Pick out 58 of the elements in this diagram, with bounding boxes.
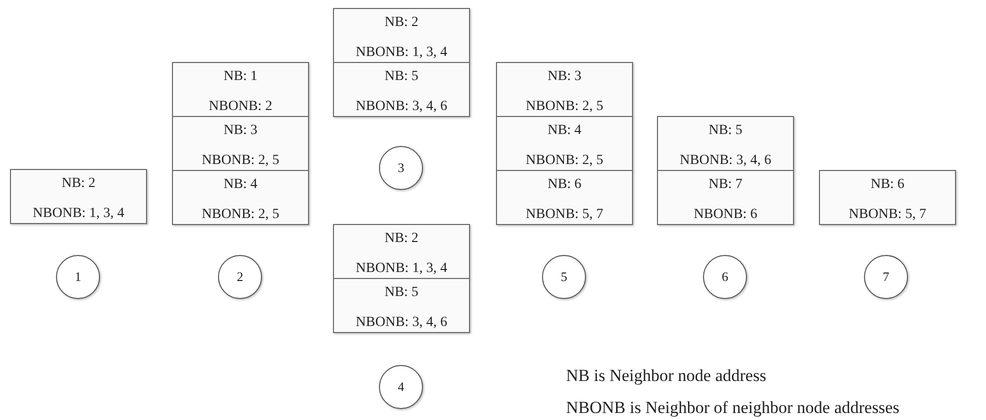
node-circle — [379, 365, 423, 409]
neighbor-text: NB: 3 — [546, 69, 582, 85]
node-number: 4 — [398, 379, 404, 395]
neighbor-of-neighbor-text: NBONB: 2, 5 — [200, 153, 280, 169]
neighbor-text: NB: 5 — [384, 285, 420, 301]
neighbor-of-neighbor-text: NBONB: 3, 4, 6 — [354, 99, 448, 115]
node-circle — [542, 255, 586, 299]
table-box — [496, 170, 633, 225]
table-box — [10, 169, 147, 224]
table-box — [333, 62, 470, 117]
node-number: 6 — [722, 269, 728, 285]
node-circle — [379, 146, 423, 190]
neighbor-of-neighbor-text: NBONB: 1, 3, 4 — [32, 206, 126, 222]
neighbor-text: NB: 5 — [708, 123, 744, 139]
neighbor-text: NB: 7 — [708, 177, 744, 193]
neighbor-of-neighbor-text: NBONB: 2, 5 — [524, 153, 604, 169]
neighbor-text: NB: 6 — [870, 177, 906, 193]
table-box — [333, 8, 470, 63]
node-number: 2 — [236, 269, 244, 285]
neighbor-text: NB: 2 — [60, 176, 96, 192]
table-box — [496, 62, 633, 117]
node-number: 3 — [398, 160, 404, 176]
table-box — [333, 278, 470, 333]
neighbor-of-neighbor-text: NBONB: 3, 4, 6 — [354, 315, 448, 331]
neighbor-of-neighbor-text: NBONB: 1, 3, 4 — [354, 261, 448, 277]
table-box — [496, 116, 633, 171]
table-box — [819, 170, 956, 225]
neighbor-of-neighbor-text: NBONB: 5, 7 — [848, 207, 928, 223]
node-number: 7 — [882, 269, 890, 285]
node-circle — [703, 255, 747, 299]
neighbor-text: NB: 2 — [384, 15, 420, 31]
neighbor-text: NB: 1 — [222, 69, 258, 85]
node-circle — [218, 255, 262, 299]
node-circle — [56, 255, 100, 299]
neighbor-of-neighbor-text: NBONB: 1, 3, 4 — [354, 45, 448, 61]
node-number: 5 — [560, 269, 568, 285]
neighbor-of-neighbor-text: NBONB: 5, 7 — [524, 207, 604, 223]
neighbor-text: NB: 4 — [222, 177, 258, 193]
table-box — [333, 224, 470, 279]
neighbor-text: NB: 6 — [546, 177, 582, 193]
legend-note: NBONB is Neighbor of neighbor node addresses — [566, 398, 900, 418]
neighbor-of-neighbor-text: NBONB: 6 — [692, 207, 758, 223]
table-box — [657, 116, 794, 171]
neighbor-of-neighbor-text: NBONB: 2, 5 — [524, 99, 604, 115]
neighbor-text: NB: 2 — [384, 231, 420, 247]
neighbor-of-neighbor-text: NBONB: 2, 5 — [200, 207, 280, 223]
neighbor-of-neighbor-text: NBONB: 3, 4, 6 — [678, 153, 772, 169]
table-box — [172, 116, 309, 171]
table-box — [172, 62, 309, 117]
neighbor-text: NB: 4 — [546, 123, 582, 139]
legend-note: NB is Neighbor node address — [566, 366, 766, 386]
neighbor-text: NB: 3 — [222, 123, 258, 139]
node-circle — [864, 255, 908, 299]
table-box — [657, 170, 794, 225]
neighbor-of-neighbor-text: NBONB: 2 — [208, 99, 274, 115]
node-number: 1 — [74, 269, 82, 285]
neighbor-text: NB: 5 — [384, 69, 420, 85]
table-box — [172, 170, 309, 225]
